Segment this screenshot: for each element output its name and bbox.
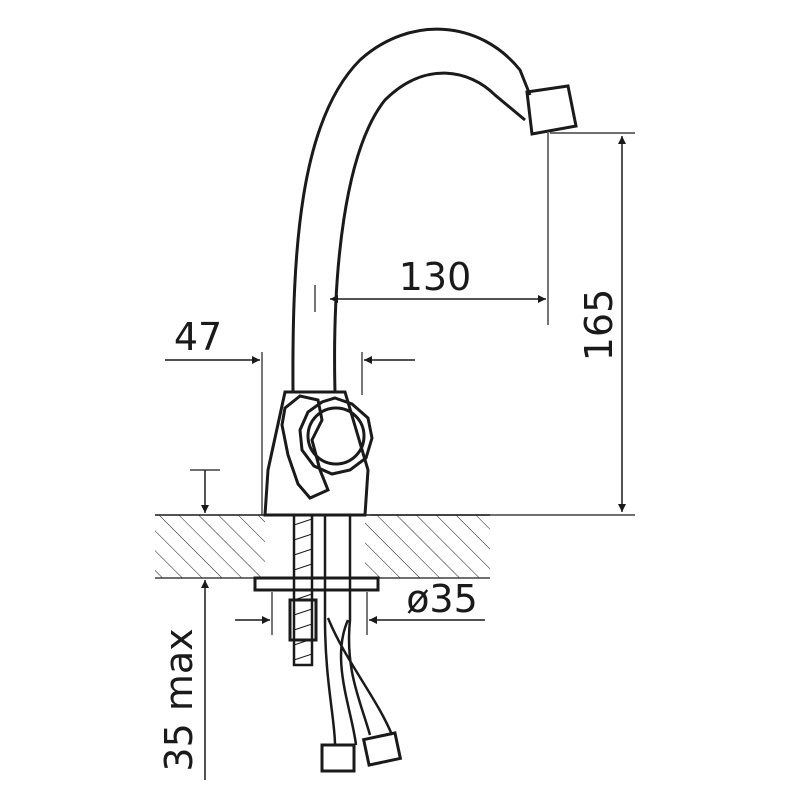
mounting-nut bbox=[288, 598, 318, 642]
dimension-height bbox=[370, 132, 635, 516]
reach-label: 130 bbox=[399, 255, 472, 299]
countertop-section bbox=[155, 514, 490, 579]
handle-lever bbox=[280, 394, 330, 500]
spout bbox=[291, 27, 578, 393]
dimension-reach bbox=[314, 133, 549, 325]
height-label: 165 bbox=[577, 289, 621, 362]
supply-hoses bbox=[323, 515, 394, 746]
dimension-body-width bbox=[165, 352, 415, 515]
mounting-hardware bbox=[253, 513, 403, 773]
hose-nut-left bbox=[320, 743, 356, 773]
dimension-counter-thickness bbox=[190, 469, 220, 780]
body-width-label: 47 bbox=[174, 315, 222, 359]
hole-diameter-label: ø35 bbox=[406, 577, 478, 621]
counter-thickness-label: 35 max bbox=[157, 628, 201, 771]
aerator-nozzle bbox=[525, 84, 578, 136]
dimension-hole-diameter bbox=[235, 592, 485, 635]
threaded-rod bbox=[292, 513, 314, 667]
faucet-body bbox=[263, 390, 374, 517]
hose-nut-right bbox=[361, 731, 403, 767]
mounting-plate bbox=[253, 576, 380, 592]
handle-knob bbox=[298, 396, 374, 476]
